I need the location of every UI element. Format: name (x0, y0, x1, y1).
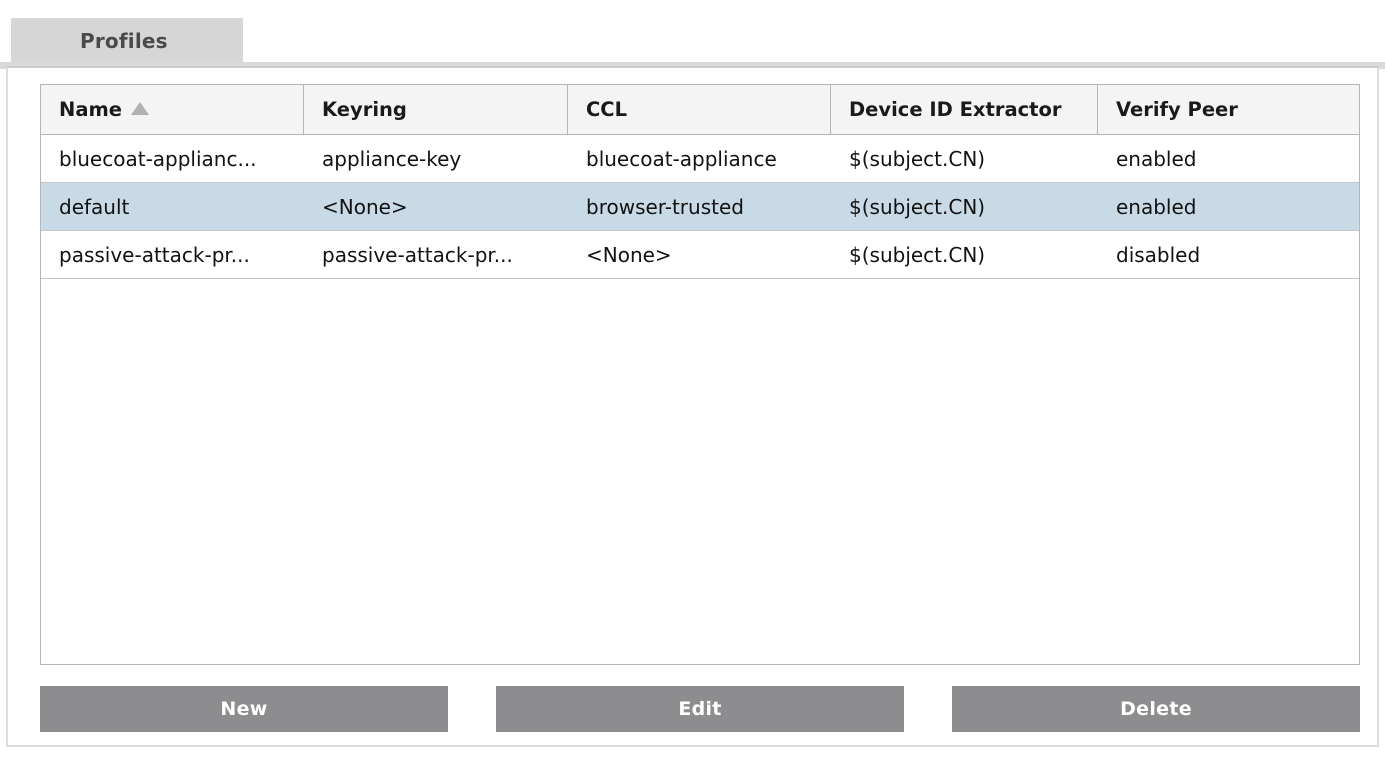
table-body: bluecoat-applianc... appliance-key bluec… (41, 135, 1359, 279)
cell-device-id-extractor-text: $(subject.CN) (849, 194, 986, 219)
cell-verify-peer-text: disabled (1116, 242, 1201, 267)
tab-strip-underline (0, 62, 1385, 69)
cell-device-id-extractor-text: $(subject.CN) (849, 146, 986, 171)
cell-ccl: <None> (568, 231, 831, 278)
cell-ccl-text: bluecoat-appliance (586, 146, 777, 171)
column-header-keyring[interactable]: Keyring (304, 85, 568, 134)
column-header-name-label: Name (59, 98, 123, 121)
cell-name: passive-attack-pr... (41, 231, 304, 278)
cell-name-text: passive-attack-pr... (59, 242, 250, 267)
column-header-device-id-extractor[interactable]: Device ID Extractor (831, 85, 1098, 134)
cell-keyring: passive-attack-pr... (304, 231, 568, 278)
edit-button[interactable]: Edit (496, 686, 904, 732)
cell-verify-peer: enabled (1098, 183, 1359, 230)
cell-ccl-text: browser-trusted (586, 194, 744, 219)
tab-profiles[interactable]: Profiles (11, 18, 243, 63)
cell-keyring: <None> (304, 183, 568, 230)
cell-keyring: appliance-key (304, 135, 568, 182)
cell-ccl-text: <None> (586, 242, 672, 267)
cell-device-id-extractor-text: $(subject.CN) (849, 242, 986, 267)
cell-verify-peer-text: enabled (1116, 146, 1197, 171)
cell-keyring-text: appliance-key (322, 146, 462, 171)
cell-keyring-text: <None> (322, 194, 408, 219)
cell-name: default (41, 183, 304, 230)
profiles-panel: Name Keyring CCL Device ID Extractor Ver… (6, 66, 1379, 747)
cell-name: bluecoat-applianc... (41, 135, 304, 182)
column-header-ccl[interactable]: CCL (568, 85, 831, 134)
cell-verify-peer-text: enabled (1116, 194, 1197, 219)
sort-ascending-triangle-icon[interactable] (131, 102, 150, 115)
cell-ccl: bluecoat-appliance (568, 135, 831, 182)
table-header-row: Name Keyring CCL Device ID Extractor Ver… (41, 85, 1359, 135)
new-button[interactable]: New (40, 686, 448, 732)
column-header-verify-peer[interactable]: Verify Peer (1098, 85, 1359, 134)
cell-name-text: bluecoat-applianc... (59, 146, 257, 171)
column-header-keyring-label: Keyring (322, 98, 407, 121)
action-button-bar: New Edit Delete (40, 686, 1360, 732)
profiles-table[interactable]: Name Keyring CCL Device ID Extractor Ver… (40, 84, 1360, 665)
table-row[interactable]: default <None> browser-trusted $(subject… (41, 183, 1359, 231)
cell-device-id-extractor: $(subject.CN) (831, 183, 1098, 230)
column-header-verify-peer-label: Verify Peer (1116, 98, 1238, 121)
table-row[interactable]: bluecoat-applianc... appliance-key bluec… (41, 135, 1359, 183)
cell-ccl: browser-trusted (568, 183, 831, 230)
tab-bar: Profiles (0, 0, 1385, 69)
cell-verify-peer: enabled (1098, 135, 1359, 182)
cell-verify-peer: disabled (1098, 231, 1359, 278)
column-header-device-id-extractor-label: Device ID Extractor (849, 98, 1062, 121)
cell-name-text: default (59, 194, 130, 219)
column-header-name[interactable]: Name (41, 85, 304, 134)
table-row[interactable]: passive-attack-pr... passive-attack-pr..… (41, 231, 1359, 279)
delete-button[interactable]: Delete (952, 686, 1360, 732)
tab-profiles-label: Profiles (80, 28, 168, 53)
cell-device-id-extractor: $(subject.CN) (831, 135, 1098, 182)
cell-keyring-text: passive-attack-pr... (322, 242, 513, 267)
column-header-ccl-label: CCL (586, 98, 628, 121)
cell-device-id-extractor: $(subject.CN) (831, 231, 1098, 278)
